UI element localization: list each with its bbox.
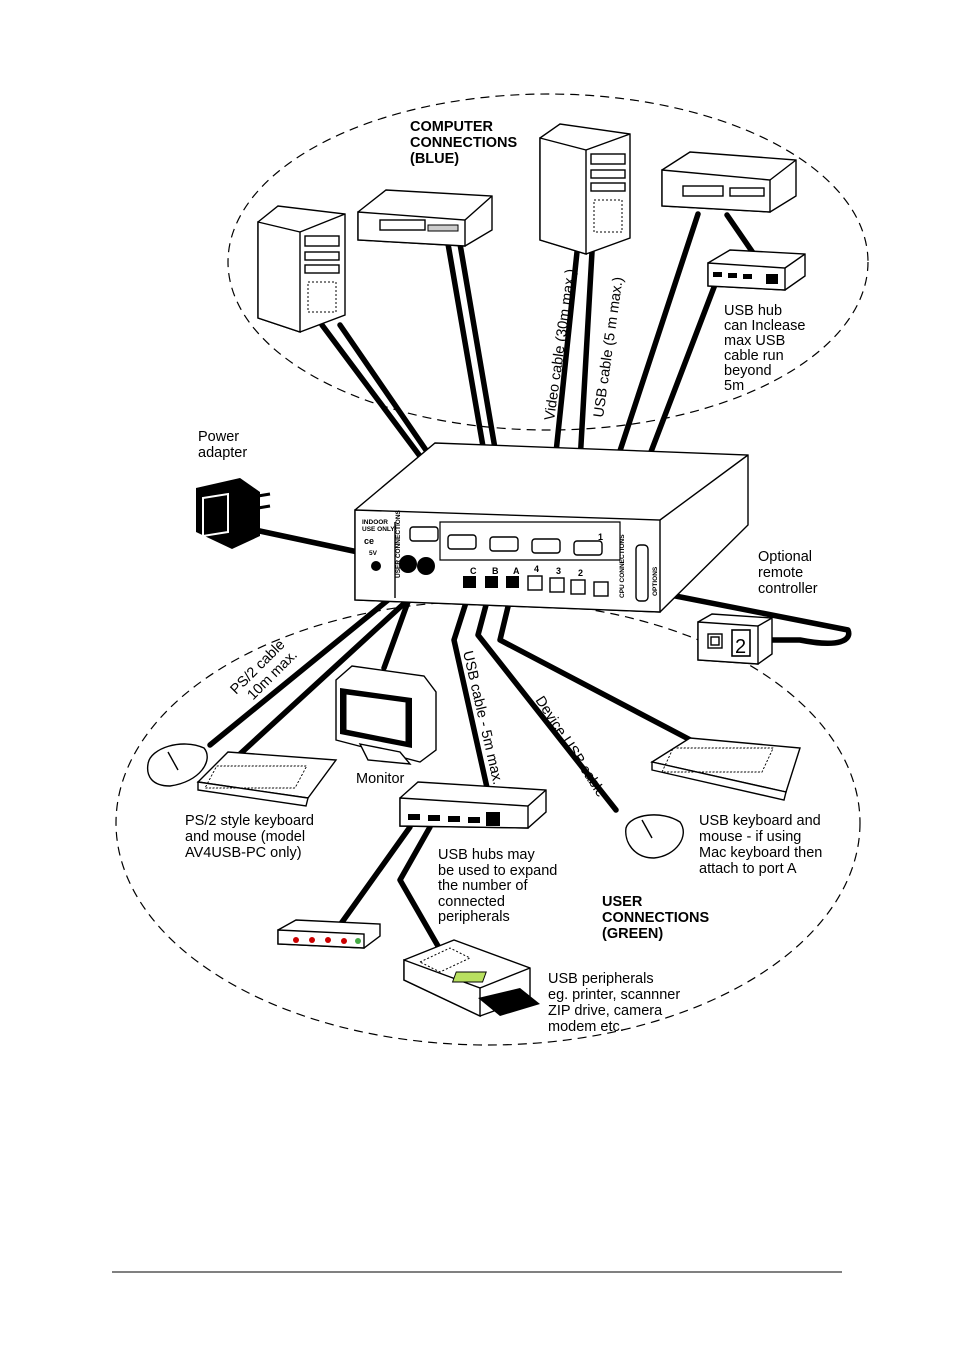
power-socket: [371, 561, 381, 571]
panel-cpu-connections: CPU CONNECTIONS: [619, 534, 626, 598]
usb-peripherals-line2: eg. printer, scannner: [548, 987, 680, 1003]
tower-computer-1: [257, 205, 346, 333]
ps2-keyboard-line2: and mouse (model: [185, 829, 305, 845]
remote-line1: Optional: [758, 549, 812, 565]
ps2-keyboard-line3: AV4USB-PC only): [185, 845, 302, 861]
usb-hubs-expand-line3: the number of: [438, 878, 528, 894]
port-label-3: 3: [556, 566, 561, 576]
ps2-keyboard-port: [417, 557, 435, 575]
ps2-mouse-icon: [146, 743, 208, 787]
usb-hubs-expand-label: USB hubs may be used to expand the numbe…: [438, 847, 557, 925]
panel-indoor-line1: INDOOR: [362, 519, 388, 526]
port-label-b: B: [492, 566, 499, 576]
remote-display-digit: 2: [735, 636, 746, 658]
port-label-4: 4: [534, 564, 539, 574]
device-usb-cable-label: Device USB cable: [532, 693, 609, 800]
usb-peripherals-label: USB peripherals eg. printer, scannner ZI…: [548, 971, 680, 1035]
computer-connections-line3: (BLUE): [410, 151, 459, 167]
remote-line3: controller: [758, 581, 818, 597]
kvm-switch: INDOOR USE ONLY ce 5V USER CONNECTIONS C…: [354, 442, 749, 613]
usb-hubs-expand-line5: peripherals: [438, 909, 510, 925]
computer-connections-line2: CONNECTIONS: [410, 135, 517, 151]
computer-connections-heading: COMPUTER CONNECTIONS (BLUE): [410, 119, 517, 167]
usb-hubs-expand-line4: connected: [438, 894, 505, 910]
tower-computer-2: [539, 123, 631, 255]
ps2-keyboard-label: PS/2 style keyboard and mouse (model AV4…: [185, 813, 314, 861]
power-adapter-line1: Power: [198, 429, 239, 445]
usb-peripherals-line1: USB peripherals: [548, 971, 654, 987]
usb-mouse-icon: [625, 814, 684, 859]
usb-keyboard-line2: mouse - if using: [699, 829, 801, 845]
power-adapter-icon: [196, 478, 271, 549]
user-connections-line2: CONNECTIONS: [602, 910, 709, 926]
usb-cable-5m-label: USB cable (5 m max.): [591, 276, 627, 419]
ps2-keyboard-icon: [196, 751, 338, 807]
usb-hubs-expand-line1: USB hubs may: [438, 847, 535, 863]
user-connections-line3: (GREEN): [602, 926, 663, 942]
usb-hub-note-line4: cable run: [724, 348, 784, 364]
user-connections-heading: USER CONNECTIONS (GREEN): [602, 894, 709, 942]
panel-user-connections: USER CONNECTIONS: [395, 509, 402, 578]
panel-options: OPTIONS: [652, 566, 659, 596]
usb-keyboard-line1: USB keyboard and: [699, 813, 821, 829]
user-usb-ports: [463, 576, 519, 588]
printer-icon: [403, 939, 540, 1018]
port-label-1: 1: [598, 532, 603, 542]
user-connections-line1: USER: [602, 894, 643, 910]
computer-connections-line1: COMPUTER: [410, 119, 494, 135]
usb-keyboard-icon: [650, 737, 801, 801]
computer-connections-outline: [227, 93, 869, 431]
options-port: [635, 544, 649, 602]
usb-keyboard-label: USB keyboard and mouse - if using Mac ke…: [699, 813, 822, 877]
video-cable-label: Video cable (30m max.): [542, 268, 579, 422]
usb-hubs-expand-line2: be used to expand: [438, 863, 557, 879]
usb-hub-note-line2: can Inclease: [724, 318, 805, 334]
monitor-label: Monitor: [356, 771, 405, 787]
usb-peripherals-line3: ZIP drive, camera: [548, 1003, 663, 1019]
usb-hub-note-line5: beyond: [724, 363, 772, 379]
computer-usb-hub: [707, 249, 806, 291]
port-label-2: 2: [578, 568, 583, 578]
desktop-computer-1: [357, 189, 493, 247]
usb-hub-note-line1: USB hub: [724, 303, 782, 319]
cpu-usb-ports: [527, 575, 609, 597]
video-ports: [409, 526, 603, 556]
usb-hub-note-line3: max USB: [724, 333, 785, 349]
user-usb-hub: [399, 781, 547, 829]
modem-icon: [277, 919, 381, 949]
usb-peripherals-line4: modem etc.: [548, 1019, 624, 1035]
remote-controller-icon: 2: [697, 613, 773, 665]
power-adapter-label: Power adapter: [198, 429, 247, 461]
panel-voltage: 5V: [369, 550, 378, 557]
usb-keyboard-line4: attach to port A: [699, 861, 797, 877]
remote-controller-label: Optional remote controller: [758, 549, 818, 597]
port-label-a: A: [513, 566, 520, 576]
power-adapter-line2: adapter: [198, 445, 247, 461]
usb-keyboard-line3: Mac keyboard then: [699, 845, 822, 861]
port-label-c: C: [470, 566, 477, 576]
remote-line2: remote: [758, 565, 803, 581]
monitor-icon: [335, 665, 437, 765]
desktop-computer-2: [661, 151, 797, 213]
user-connections-outline: [115, 600, 861, 1046]
panel-indoor-line2: USE ONLY: [362, 526, 395, 533]
usb-hub-note-line6: 5m: [724, 378, 744, 394]
panel-ce-mark: ce: [364, 536, 374, 546]
ps2-mouse-port: [399, 555, 417, 573]
ps2-keyboard-line1: PS/2 style keyboard: [185, 813, 314, 829]
usb-hub-note: USB hub can Inclease max USB cable run b…: [724, 303, 805, 394]
